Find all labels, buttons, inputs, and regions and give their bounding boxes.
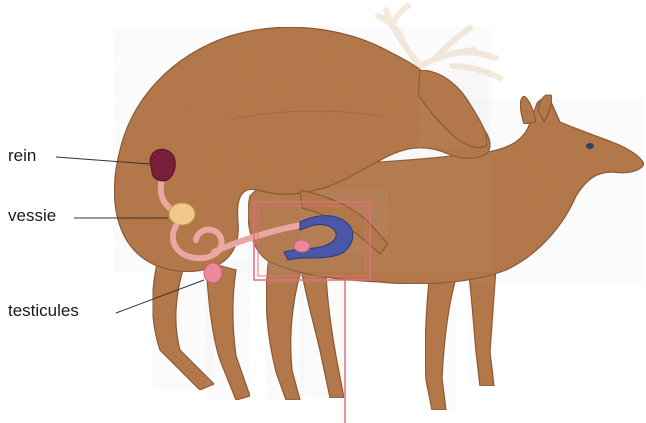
doe-front-leg-2 [468,266,496,386]
label-testicles: testicules [8,301,79,320]
bladder [169,203,195,225]
kidney [150,149,175,181]
label-bladder: vessie [8,206,56,225]
ovary [294,240,310,252]
doe-ear [520,96,536,124]
doe-hind-leg [266,250,304,400]
testicle [204,263,222,283]
doe-hind-leg-2 [300,262,344,398]
doe-eye [586,143,594,149]
label-kidney: rein [8,146,36,165]
doe-front-leg [425,270,456,410]
